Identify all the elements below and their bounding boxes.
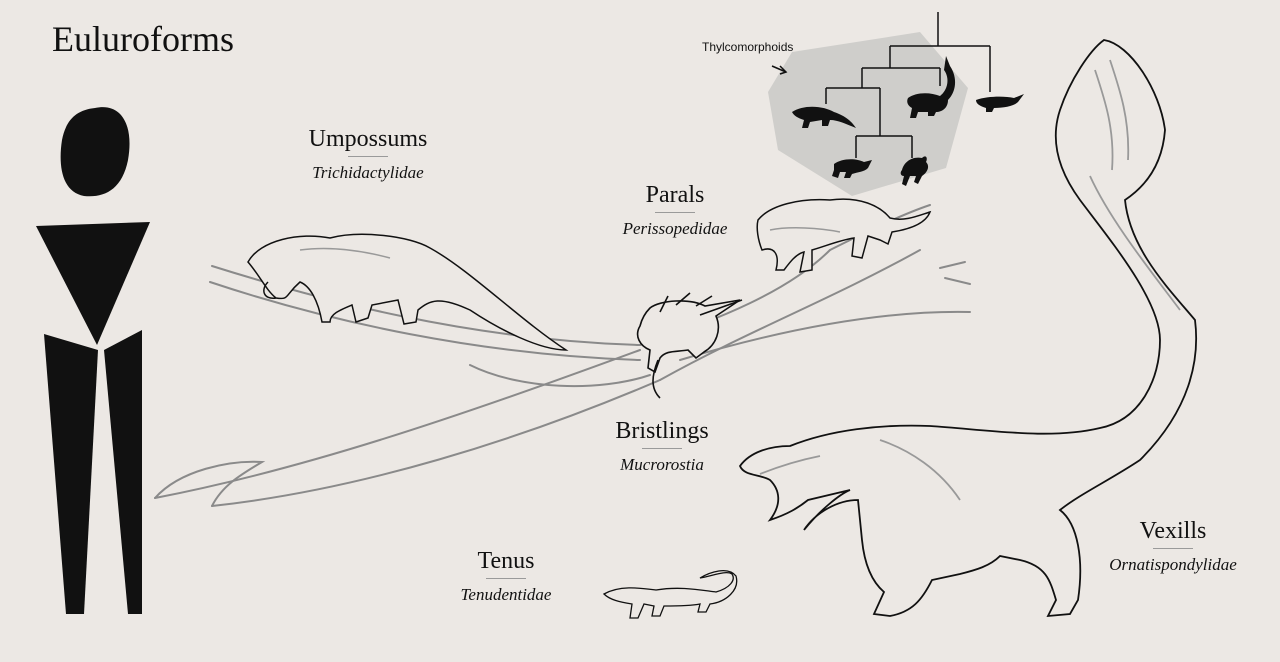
label-rule bbox=[655, 212, 695, 213]
common-name: Vexills bbox=[1139, 518, 1207, 544]
common-name: Tenus bbox=[477, 548, 535, 574]
umpossum-illustration bbox=[247, 233, 569, 351]
tenus-illustration bbox=[602, 570, 738, 619]
label-rule bbox=[348, 156, 388, 157]
thylcomorphoids-label: Thylcomorphoids bbox=[702, 40, 794, 54]
bristling-illustration bbox=[636, 292, 743, 399]
thylcomorphoid-cladogram bbox=[768, 12, 1024, 196]
vexill-illustration bbox=[738, 39, 1198, 618]
clade-label-vexills: Vexills Ornatispondylidae bbox=[1088, 518, 1258, 575]
common-name: Parals bbox=[645, 182, 705, 208]
scientific-name: Trichidactylidae bbox=[312, 163, 424, 182]
label-rule bbox=[642, 448, 682, 449]
page-title: Euluroforms bbox=[52, 19, 234, 59]
paral-illustration bbox=[756, 198, 932, 273]
clade-label-umpossums: Umpossums Trichidactylidae bbox=[286, 126, 450, 183]
label-rule bbox=[486, 578, 526, 579]
clade-label-tenus: Tenus Tenudentidae bbox=[440, 548, 572, 605]
clade-label-bristlings: Bristlings Mucrorostia bbox=[596, 418, 728, 475]
scientific-name: Mucrorostia bbox=[620, 455, 704, 474]
tree-branches bbox=[154, 204, 971, 507]
label-rule bbox=[1153, 548, 1193, 549]
common-name: Bristlings bbox=[615, 418, 709, 444]
scientific-name: Tenudentidae bbox=[460, 585, 552, 604]
scientific-name: Ornatispondylidae bbox=[1109, 555, 1237, 574]
scientific-name: Perissopedidae bbox=[622, 219, 728, 238]
clade-label-parals: Parals Perissopedidae bbox=[604, 182, 746, 239]
common-name: Umpossums bbox=[308, 126, 428, 152]
human-scale-silhouette bbox=[36, 107, 150, 614]
